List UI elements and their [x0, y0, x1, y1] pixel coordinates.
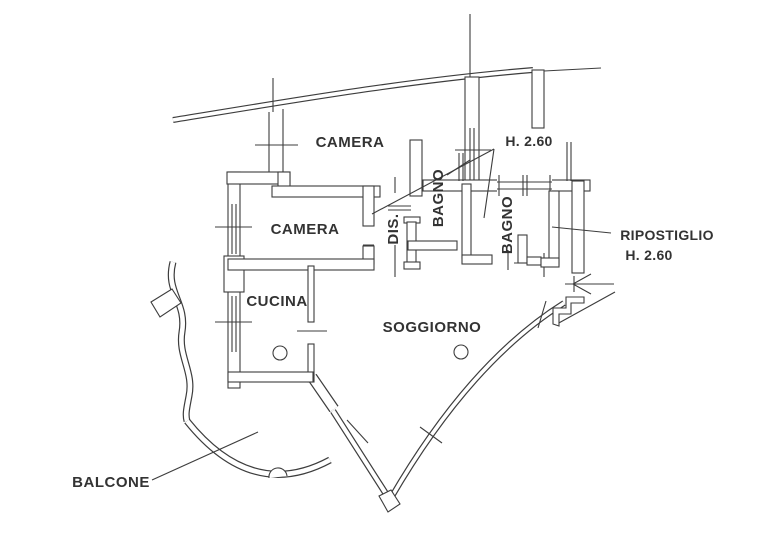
wall	[461, 183, 472, 259]
threshold-line	[388, 205, 411, 211]
camera-2-walls	[227, 177, 411, 277]
room-label-bagno-1: BAGNO	[430, 169, 447, 227]
wall	[362, 185, 375, 227]
outer-east-wall	[571, 180, 585, 274]
wall	[227, 258, 375, 271]
window-gap	[497, 179, 552, 192]
window-line	[231, 204, 237, 254]
wall	[526, 256, 542, 266]
wall-tick-line	[566, 142, 572, 181]
facade-vertex-block	[378, 489, 401, 513]
facade-extension-line	[556, 291, 616, 325]
bagno-2-ripostiglio-walls	[507, 180, 585, 327]
ripostiglio-leader-line	[551, 226, 612, 234]
entry-step-wall	[552, 296, 585, 327]
wall	[464, 76, 480, 185]
room-label-cucina: CUCINA	[246, 293, 307, 310]
room-label-soggiorno: SOGGIORNO	[383, 319, 482, 336]
room-label-ripostiglio: RIPOSTIGLIO	[620, 227, 714, 243]
column-circle	[272, 345, 288, 361]
facade-tick	[537, 300, 547, 329]
camera-1-walls	[255, 69, 545, 185]
wall	[407, 240, 458, 251]
wall-extension-line	[543, 67, 602, 72]
room-label-dis: DIS.	[385, 213, 402, 244]
room-label-balcone: BALCONE	[72, 474, 150, 491]
annotation-lines	[151, 148, 612, 481]
window-line	[231, 296, 237, 352]
wall-stub	[531, 69, 545, 129]
balcone-leader-line	[151, 431, 259, 481]
wall	[227, 371, 314, 383]
room-label-camera-1: CAMERA	[316, 134, 385, 151]
wall	[307, 265, 315, 323]
interior-wall-bands	[226, 142, 591, 198]
window-line	[497, 181, 552, 190]
entry-arrow	[565, 273, 614, 295]
facade-tick	[419, 426, 443, 444]
balcony-arc-edge	[184, 418, 332, 478]
wall	[461, 254, 493, 265]
wall	[403, 261, 421, 270]
door-jamb	[363, 225, 374, 246]
balcony-boundary	[150, 261, 332, 479]
glazed-facade	[307, 291, 616, 513]
window-tick	[498, 175, 551, 196]
wall	[271, 185, 381, 198]
door-jamb-wall	[517, 234, 528, 264]
balcony-stub-wall	[150, 288, 182, 318]
facade-tick	[346, 419, 369, 444]
top-curved-wall	[172, 14, 602, 123]
structural-columns	[272, 344, 469, 361]
room-label-bagno-2: BAGNO	[499, 196, 516, 254]
entry-arrow-head	[572, 273, 592, 295]
cucina-walls	[227, 265, 327, 383]
height-leader-line	[483, 148, 495, 219]
wall	[409, 139, 423, 197]
column-circle	[453, 344, 469, 360]
window-line	[268, 109, 284, 172]
height-annotation-ripostiglio: H. 2.60	[625, 247, 672, 263]
height-annotation-top: H. 2.60	[505, 133, 552, 149]
wall	[540, 257, 560, 268]
bagno-leader-line	[446, 159, 471, 176]
room-labels: CAMERA CAMERA BAGNO BAGNO DIS. CUCINA SO…	[72, 133, 714, 491]
height-leader-line	[371, 148, 495, 215]
west-wall	[215, 171, 252, 389]
bagno-1-walls	[403, 139, 493, 270]
window-line	[469, 128, 475, 180]
balcony-drain-semicircle	[268, 467, 288, 479]
room-label-camera-2: CAMERA	[271, 221, 340, 238]
